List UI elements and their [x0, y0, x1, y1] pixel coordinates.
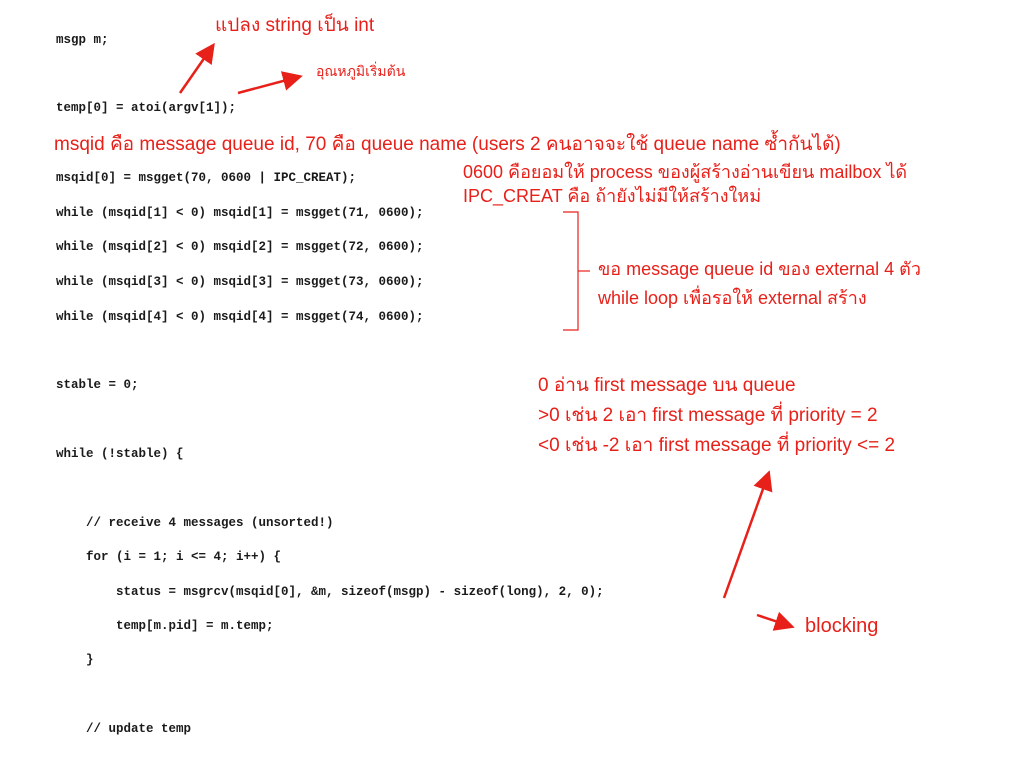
code-line-while: while (!stable) { — [56, 447, 184, 461]
annotation-ipc-creat: IPC_CREAT คือ ถ้ายังไม่มีให้สร้างใหม่ — [463, 186, 762, 206]
annotation-permission: 0600 คือยอมให้ process ของผู้สร้างอ่านเข… — [463, 162, 908, 182]
code-line-msqid0: msqid[0] = msgget(70, 0600 | IPC_CREAT); — [56, 171, 357, 185]
annotation-temp: อุณหภูมิเริ่มต้น — [316, 63, 406, 79]
code-line-for: for (i = 1; i <= 4; i++) { — [56, 550, 282, 564]
code-line-comment-receive: // receive 4 messages (unsorted!) — [56, 516, 334, 530]
annotation-external-2: while loop เพื่อรอให้ external สร้าง — [598, 288, 867, 308]
code-line-temp-assign: temp[m.pid] = m.temp; — [56, 619, 274, 633]
code-line-stable: stable = 0; — [56, 378, 139, 392]
code-line-msqid2: while (msqid[2] < 0) msqid[2] = msgget(7… — [56, 240, 424, 254]
annotation-atoi: แปลง string เป็น int — [215, 15, 375, 36]
arrow-blocking — [756, 611, 795, 631]
arrow-atoi — [178, 42, 215, 94]
arrow-temp — [237, 71, 303, 95]
code-line-temp-init: temp[0] = atoi(argv[1]); — [56, 101, 237, 115]
annotation-blocking: blocking — [805, 615, 879, 637]
annotation-priority-2: >0 เช่น 2 เอา first message ที่ priority… — [538, 405, 878, 426]
code-line-close-brace: } — [56, 653, 94, 667]
code-line-msgp: msgp m; — [56, 33, 109, 47]
code-line-msqid1: while (msqid[1] < 0) msqid[1] = msgget(7… — [56, 206, 424, 220]
arrow-priority — [722, 470, 773, 599]
code-line-msqid3: while (msqid[3] < 0) msqid[3] = msgget(7… — [56, 275, 424, 289]
code-line-msgrcv: status = msgrcv(msqid[0], &m, sizeof(msg… — [56, 585, 604, 599]
annotation-priority-1: 0 อ่าน first message บน queue — [538, 375, 796, 396]
annotation-external-1: ขอ message queue id ของ external 4 ตัว — [598, 259, 921, 279]
annotation-msqid: msqid คือ message queue id, 70 คือ queue… — [54, 134, 841, 155]
code-line-comment-update: // update temp — [56, 722, 192, 736]
annotation-priority-3: <0 เช่น -2 เอา first message ที่ priorit… — [538, 435, 896, 456]
bracket-external — [563, 211, 579, 331]
code-line-msqid4: while (msqid[4] < 0) msqid[4] = msgget(7… — [56, 310, 424, 324]
